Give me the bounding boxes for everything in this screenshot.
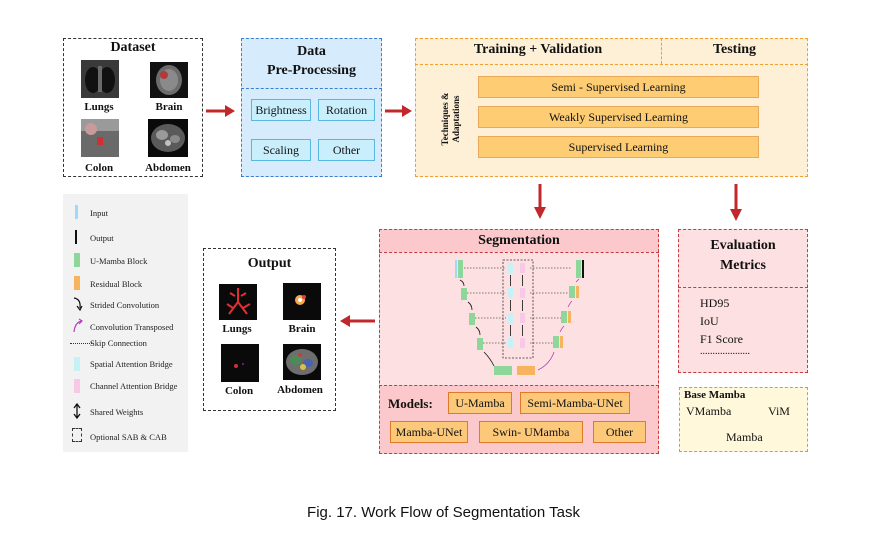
- method-weakly-supervised: Weakly Supervised Learning: [478, 106, 759, 128]
- evaluation-title-line1: Evaluation: [710, 238, 776, 253]
- abdomen-thumbnail: [148, 119, 188, 157]
- preproc-brightness: Brightness: [251, 99, 311, 121]
- evaluation-panel: [678, 229, 808, 373]
- techniques-label: Techniques & Adaptations: [440, 74, 462, 164]
- legend-residual-label: Residual Block: [90, 279, 143, 289]
- metric-more: ....................: [700, 346, 750, 357]
- legend-panel: [63, 194, 188, 452]
- dataset-label-brain: Brain: [155, 101, 183, 113]
- figure-caption: Fig. 17. Work Flow of Segmentation Task: [307, 504, 580, 521]
- umamba-architecture-diagram: [455, 259, 584, 375]
- base-mamba-vmamba: VMamba: [686, 404, 732, 418]
- dataset-label-lungs: Lungs: [84, 101, 114, 113]
- testing-title: Testing: [712, 42, 757, 57]
- legend-sab-label: Spatial Attention Bridge: [90, 359, 173, 369]
- legend-strided-conv-icon: [73, 297, 83, 312]
- arrow-segmentation-to-output: [340, 315, 375, 327]
- legend-cab-label: Channel Attention Bridge: [90, 381, 178, 391]
- preprocessing-divider: [241, 88, 382, 89]
- output-lungs-thumbnail: [219, 284, 257, 320]
- legend-optional-icon: [72, 428, 82, 442]
- preproc-other: Other: [318, 139, 375, 161]
- preproc-scaling: Scaling: [251, 139, 311, 161]
- legend-residual-icon: [74, 276, 80, 290]
- metric-f1: F1 Score: [700, 332, 743, 346]
- preprocessing-title-line1: Data: [297, 44, 326, 59]
- method-semi-supervised: Semi - Supervised Learning: [478, 76, 759, 98]
- legend-input-icon: [75, 205, 78, 219]
- dataset-label-colon: Colon: [84, 162, 114, 174]
- legend-umamba-icon: [74, 253, 80, 267]
- models-label: Models:: [388, 396, 433, 411]
- base-mamba-title: Base Mamba: [684, 389, 746, 401]
- lungs-thumbnail: [81, 60, 119, 98]
- preproc-rotation: Rotation: [318, 99, 375, 121]
- metric-hd95: HD95: [700, 296, 730, 310]
- output-title: Output: [247, 256, 292, 271]
- dataset-label-abdomen: Abdomen: [145, 162, 191, 174]
- legend-output-label: Output: [90, 233, 114, 243]
- training-header-divider: [415, 64, 808, 65]
- legend-shared-label: Shared Weights: [90, 407, 144, 417]
- training-title: Training + Validation: [473, 42, 603, 57]
- legend-input-label: Input: [90, 208, 108, 218]
- brain-thumbnail: [150, 62, 188, 98]
- techniques-label-line2: Adaptations: [451, 95, 461, 143]
- colon-thumbnail: [81, 119, 119, 157]
- segmentation-title: Segmentation: [478, 233, 560, 248]
- output-colon-thumbnail: [221, 344, 259, 382]
- techniques-label-line1: Techniques &: [440, 92, 450, 146]
- base-mamba-vim: ViM: [768, 404, 790, 418]
- legend-strided-label: Strided Convolution: [90, 300, 160, 310]
- output-brain-thumbnail: [283, 283, 321, 320]
- arrow-testing-to-evaluation: [730, 184, 742, 221]
- legend-skip-label: Skip Connection: [90, 338, 147, 348]
- legend-optional-label: Optional SAB & CAB: [90, 432, 167, 442]
- segmentation-models-divider: [379, 385, 659, 386]
- legend-cab-icon: [74, 379, 80, 393]
- arrow-preprocessing-to-training: [385, 105, 412, 117]
- evaluation-title-line2: Metrics: [720, 258, 766, 273]
- output-label-lungs: Lungs: [222, 323, 252, 335]
- method-supervised: Supervised Learning: [478, 136, 759, 158]
- arrow-dataset-to-preprocessing: [206, 105, 235, 117]
- output-abdomen-thumbnail: [283, 344, 321, 380]
- output-label-abdomen: Abdomen: [277, 384, 323, 396]
- legend-shared-weights-icon: [73, 402, 81, 420]
- segmentation-title-divider: [379, 252, 659, 253]
- segmentation-diagram-area: [380, 252, 658, 385]
- preprocessing-title-line2: Pre-Processing: [267, 63, 356, 78]
- evaluation-divider: [678, 287, 808, 288]
- model-mamba-unet: Mamba-UNet: [390, 421, 468, 443]
- model-swin-umamba: Swin- UMamba: [479, 421, 583, 443]
- base-mamba-mamba: Mamba: [726, 430, 763, 444]
- model-u-mamba: U-Mamba: [448, 392, 512, 414]
- base-mamba-panel: [679, 387, 808, 452]
- arrow-training-to-segmentation: [534, 184, 546, 219]
- legend-transposed-label: Convolution Transposed: [90, 322, 174, 332]
- model-other: Other: [593, 421, 646, 443]
- model-semi-mamba-unet: Semi-Mamba-UNet: [520, 392, 630, 414]
- dataset-title: Dataset: [110, 40, 156, 55]
- output-label-brain: Brain: [288, 323, 316, 335]
- legend-conv-transposed-icon: [73, 318, 83, 333]
- metric-iou: IoU: [700, 314, 719, 328]
- output-panel: [203, 248, 336, 411]
- legend-umamba-label: U-Mamba Block: [90, 256, 148, 266]
- training-testing-divider: [661, 38, 662, 64]
- legend-skip-icon: [70, 343, 92, 344]
- output-label-colon: Colon: [224, 385, 254, 397]
- legend-output-icon: [75, 230, 77, 244]
- legend-sab-icon: [74, 357, 80, 371]
